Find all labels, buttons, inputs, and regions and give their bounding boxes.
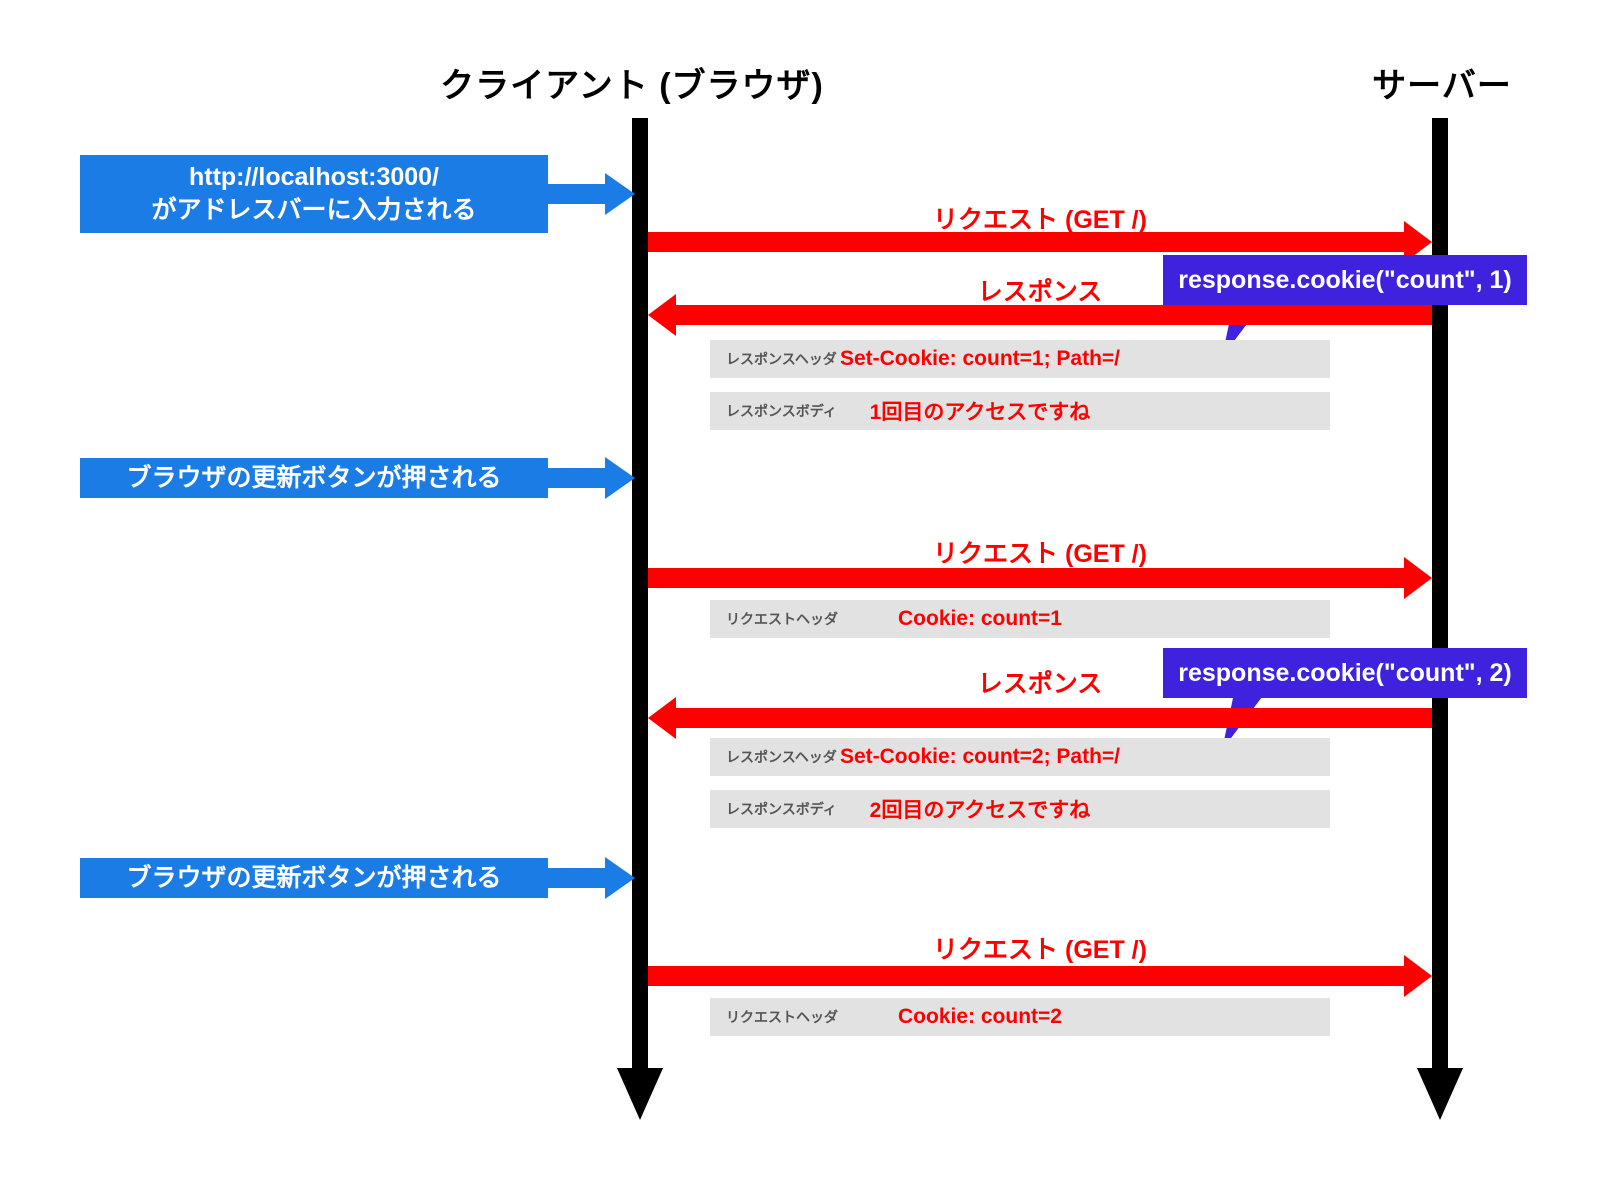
event-arrow-head-icon bbox=[605, 457, 635, 499]
detail-row-label: リクエストヘッダ bbox=[726, 611, 838, 627]
client-lifeline-arrowhead-icon bbox=[617, 1068, 663, 1120]
detail-row-label: レスポンスヘッダ bbox=[726, 351, 837, 367]
detail-row-value: 2回目のアクセスですね bbox=[869, 799, 1091, 822]
event-box-url-entered: http://localhost:3000/ がアドレスバーに入力される bbox=[80, 155, 548, 233]
callout-code: response.cookie("count", 2) bbox=[1178, 658, 1512, 687]
message-arrow-request-3 bbox=[648, 966, 1404, 986]
detail-row-label: リクエストヘッダ bbox=[726, 1009, 838, 1025]
callout-code: response.cookie("count", 1) bbox=[1178, 265, 1512, 294]
message-label-request-1: リクエスト (GET /) bbox=[933, 206, 1147, 234]
message-arrow-request-2 bbox=[648, 568, 1404, 588]
client-actor-title: クライアント (ブラウザ) bbox=[440, 67, 824, 105]
detail-row-response-body-1: レスポンスボディ 1回目のアクセスですね bbox=[710, 392, 1330, 430]
detail-row-label: レスポンスヘッダ bbox=[726, 749, 837, 765]
arrow-right-icon bbox=[1404, 557, 1432, 599]
event-arrow bbox=[548, 184, 605, 204]
detail-row-value: Cookie: count=1 bbox=[898, 607, 1062, 630]
detail-row-request-header-2: リクエストヘッダ Cookie: count=2 bbox=[710, 998, 1330, 1036]
server-lifeline bbox=[1432, 118, 1448, 1070]
detail-row-label: レスポンスボディ bbox=[726, 403, 837, 419]
arrow-left-icon bbox=[648, 294, 676, 336]
detail-row-value: Cookie: count=2 bbox=[898, 1005, 1062, 1028]
detail-row-value: Set-Cookie: count=2; Path=/ bbox=[839, 745, 1121, 768]
detail-row-value: Set-Cookie: count=1; Path=/ bbox=[839, 347, 1121, 370]
message-label-response-1: レスポンス bbox=[977, 278, 1103, 306]
message-label-request-2: リクエスト (GET /) bbox=[933, 540, 1147, 568]
event-text-line: http://localhost:3000/ bbox=[188, 163, 440, 191]
arrow-right-icon bbox=[1404, 955, 1432, 997]
message-label-request-3: リクエスト (GET /) bbox=[933, 936, 1147, 964]
message-label-response-2: レスポンス bbox=[977, 670, 1103, 698]
message-arrow-response-1 bbox=[676, 305, 1432, 325]
event-arrow bbox=[548, 468, 605, 488]
event-box-refresh-2: ブラウザの更新ボタンが押される bbox=[80, 858, 548, 898]
detail-row-response-header-1: レスポンスヘッダ Set-Cookie: count=1; Path=/ bbox=[710, 340, 1330, 378]
event-text-line: ブラウザの更新ボタンが押される bbox=[126, 863, 502, 892]
detail-row-request-header-1: リクエストヘッダ Cookie: count=1 bbox=[710, 600, 1330, 638]
event-text-line: ブラウザの更新ボタンが押される bbox=[126, 463, 502, 492]
message-arrow-request-1 bbox=[648, 232, 1404, 252]
event-arrow-head-icon bbox=[605, 173, 635, 215]
detail-row-value: 1回目のアクセスですね bbox=[869, 401, 1091, 424]
detail-row-response-header-2: レスポンスヘッダ Set-Cookie: count=2; Path=/ bbox=[710, 738, 1330, 776]
event-box-refresh-1: ブラウザの更新ボタンが押される bbox=[80, 458, 548, 498]
arrow-left-icon bbox=[648, 697, 676, 739]
message-arrow-response-2 bbox=[676, 708, 1432, 728]
server-actor-title: サーバー bbox=[1372, 67, 1512, 105]
event-arrow-head-icon bbox=[605, 857, 635, 899]
detail-row-response-body-2: レスポンスボディ 2回目のアクセスですね bbox=[710, 790, 1330, 828]
server-lifeline-arrowhead-icon bbox=[1417, 1068, 1463, 1120]
detail-row-label: レスポンスボディ bbox=[726, 801, 837, 817]
event-arrow bbox=[548, 868, 605, 888]
client-lifeline bbox=[632, 118, 648, 1070]
event-text-line: がアドレスバーに入力される bbox=[151, 196, 477, 224]
